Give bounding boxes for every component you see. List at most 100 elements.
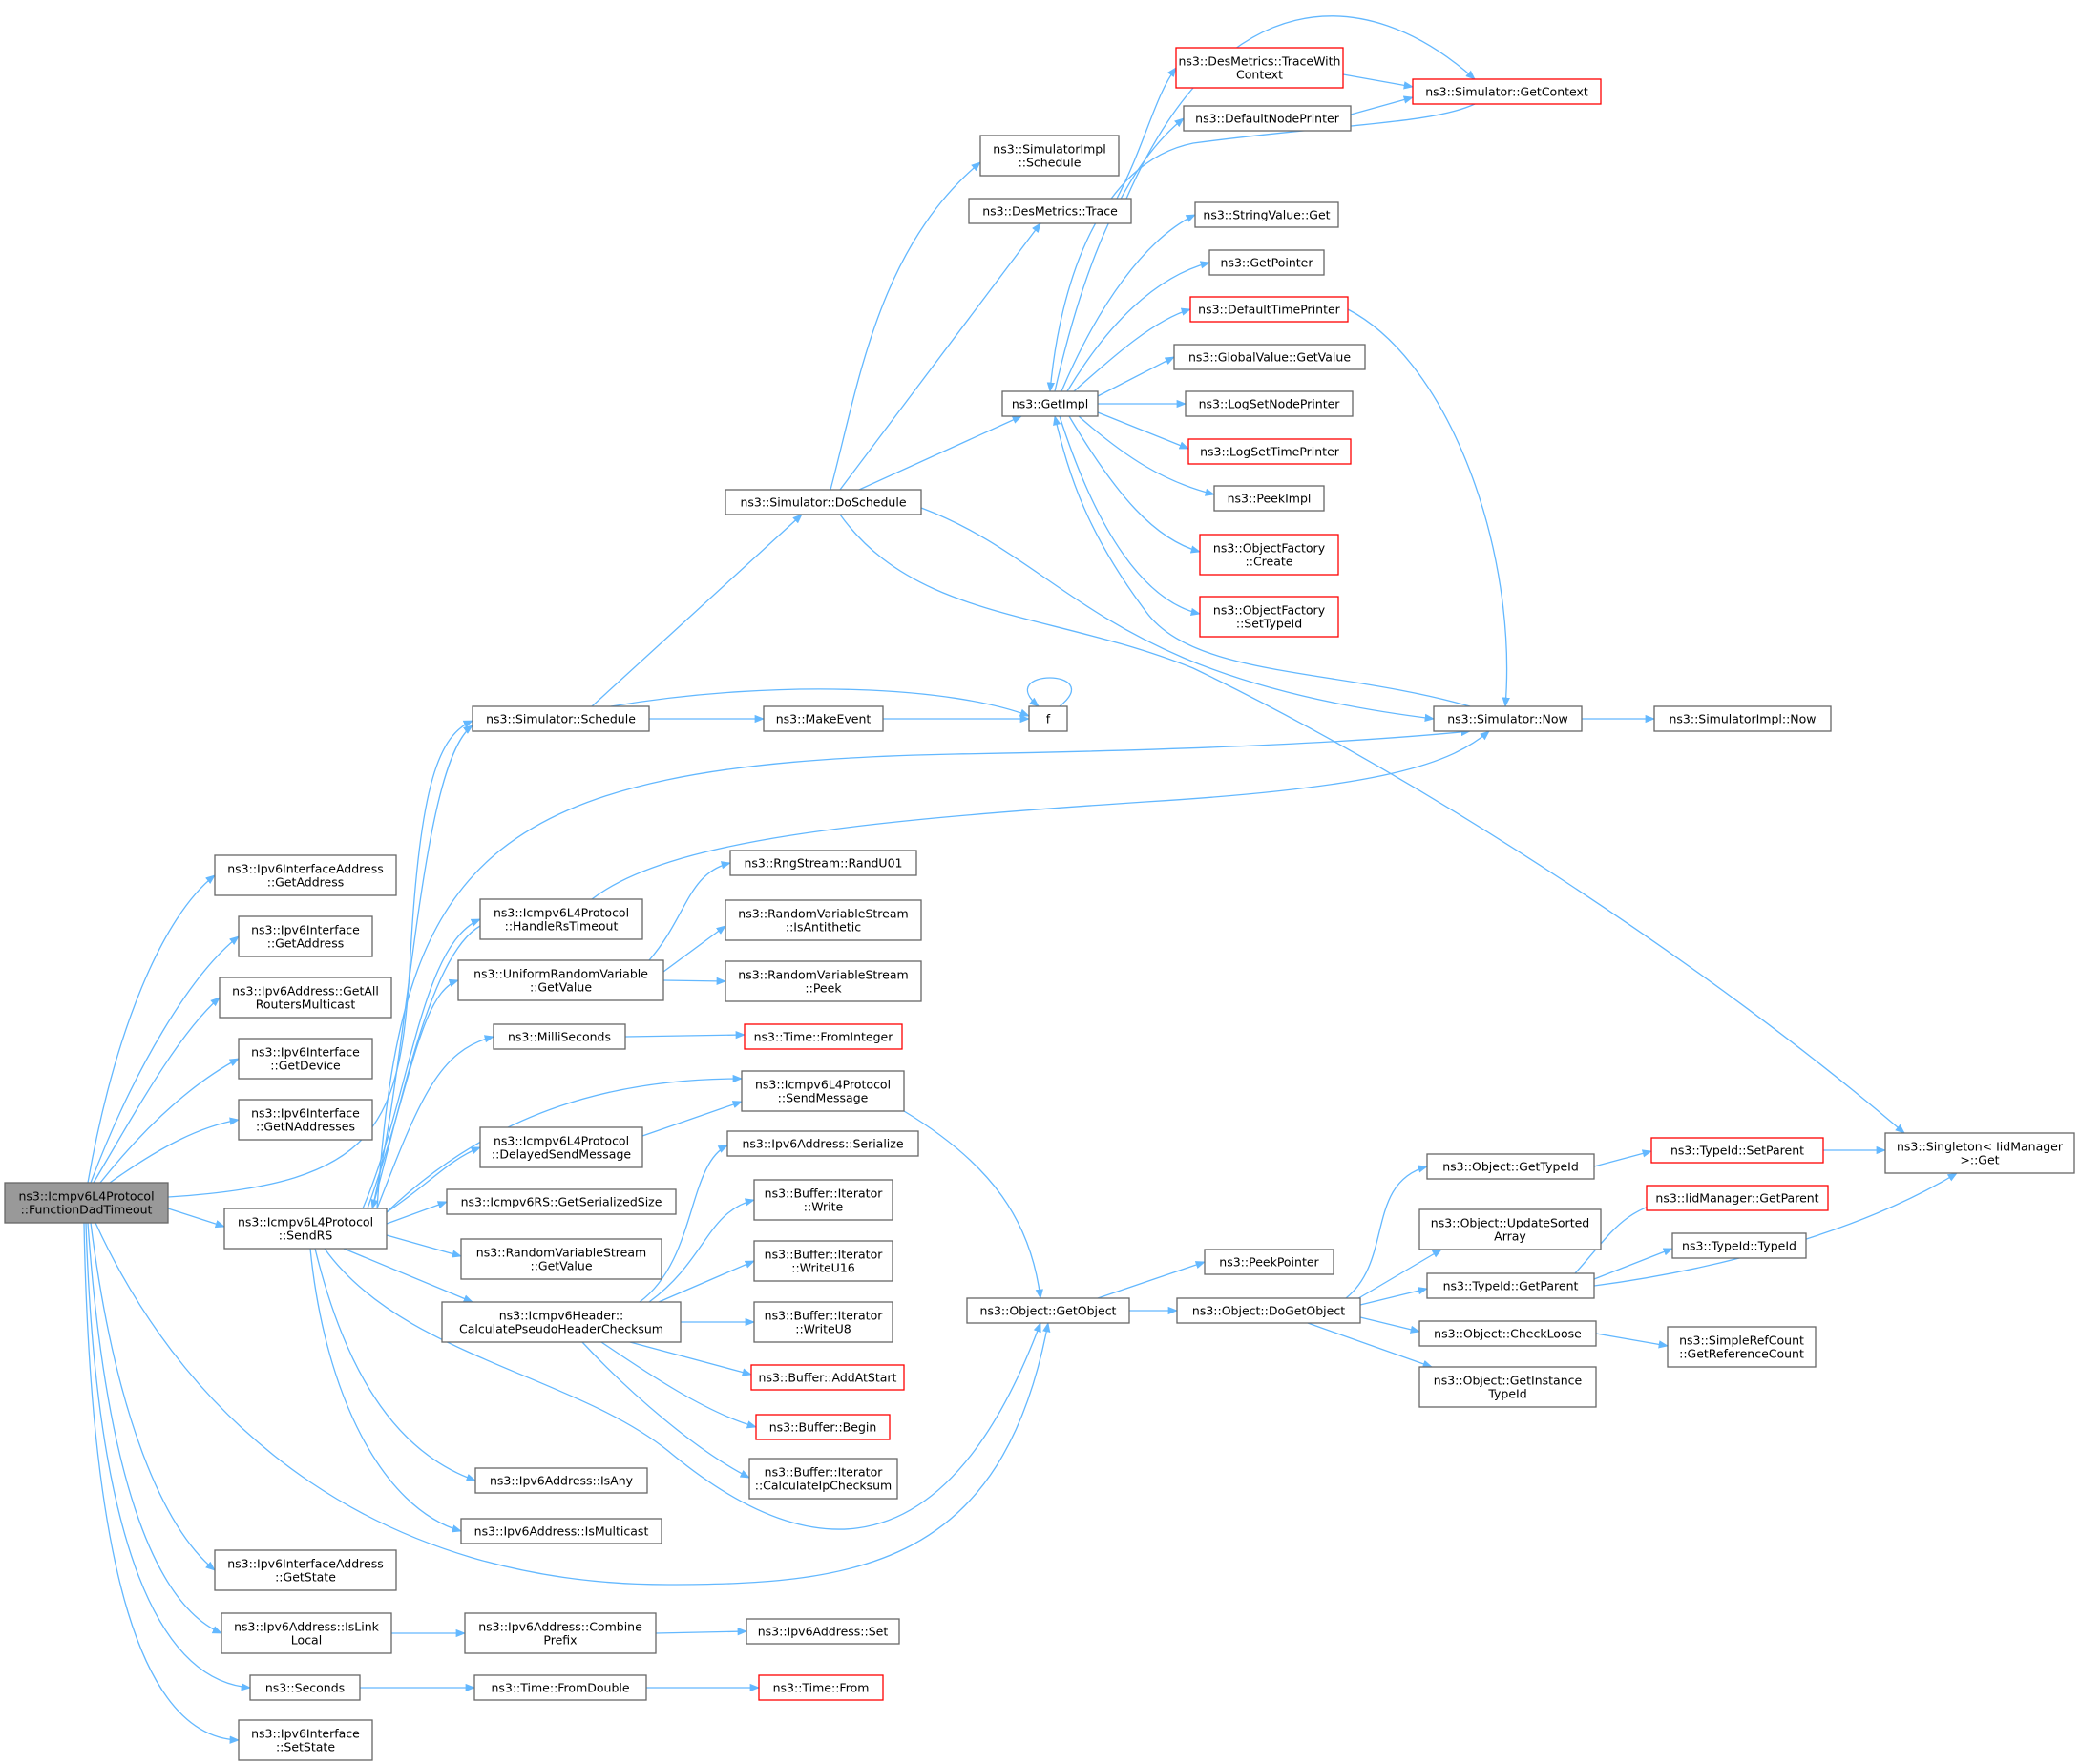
node-iface_getdevice[interactable]: ns3::Ipv6Interface::GetDevice — [238, 1038, 373, 1080]
node-box-getobject — [966, 1297, 1130, 1324]
node-checkloose[interactable]: ns3::Object::CheckLoose — [1418, 1320, 1597, 1347]
node-now[interactable]: ns3::Simulator::Now — [1433, 705, 1583, 732]
node-logsetnodeprinter[interactable]: ns3::LogSetNodePrinter — [1185, 390, 1354, 417]
node-isany[interactable]: ns3::Ipv6Address::IsAny — [474, 1467, 648, 1494]
node-makeevent[interactable]: ns3::MakeEvent — [763, 705, 884, 732]
node-stringvalue_get[interactable]: ns3::StringValue::Get — [1194, 201, 1339, 228]
node-box-combineprefix — [464, 1612, 657, 1654]
node-peekpointer[interactable]: ns3::PeekPointer — [1204, 1249, 1334, 1275]
node-label-isany-line-0: ns3::Ipv6Address::IsAny — [490, 1474, 634, 1488]
node-sendrs[interactable]: ns3::Icmpv6L4Protocol::SendRS — [223, 1208, 388, 1250]
node-isantithetic[interactable]: ns3::RandomVariableStream::IsAntithetic — [725, 899, 922, 941]
node-writeu16[interactable]: ns3::Buffer::Iterator::WriteU16 — [753, 1240, 893, 1282]
node-frominteger[interactable]: ns3::Time::FromInteger — [744, 1023, 903, 1050]
node-from[interactable]: ns3::Time::From — [758, 1674, 884, 1701]
node-singleton_get[interactable]: ns3::Singleton< IidManager>::Get — [1884, 1132, 2075, 1174]
node-getreferencecount[interactable]: ns3::SimpleRefCount::GetReferenceCount — [1667, 1326, 1817, 1368]
node-globalvalue_getvalue[interactable]: ns3::GlobalValue::GetValue — [1173, 344, 1366, 370]
node-label-getobject-line-0: ns3::Object::GetObject — [980, 1304, 1117, 1318]
edge-sendrs-to-rvs_getvalue — [386, 1234, 463, 1258]
node-dogetobject[interactable]: ns3::Object::DoGetObject — [1176, 1297, 1361, 1324]
node-label-write-line-1: ::Write — [804, 1200, 844, 1214]
node-f[interactable]: f — [1028, 705, 1068, 732]
node-iface_getaddress[interactable]: ns3::Ipv6Interface::GetAddress — [238, 915, 373, 957]
node-simimpl_now[interactable]: ns3::SimulatorImpl::Now — [1653, 705, 1832, 732]
edge-schedule-to-f — [610, 688, 1030, 717]
node-box-makeevent — [763, 705, 884, 732]
node-simimpl_schedule[interactable]: ns3::SimulatorImpl::Schedule — [979, 135, 1120, 177]
node-addatstart[interactable]: ns3::Buffer::AddAtStart — [750, 1364, 905, 1391]
node-iidmanager_getparent[interactable]: ns3::IidManager::GetParent — [1646, 1185, 1829, 1211]
node-milliseconds[interactable]: ns3::MilliSeconds — [493, 1023, 626, 1050]
node-root[interactable]: ns3::Icmpv6L4Protocol::FunctionDadTimeou… — [4, 1182, 169, 1224]
node-label-factory_settypeid-line-0: ns3::ObjectFactory — [1213, 603, 1326, 618]
edge-getimpl-to-stringvalue_get — [1061, 214, 1196, 392]
node-logsettimeprinter[interactable]: ns3::LogSetTimePrinter — [1187, 438, 1352, 465]
edge-pseudoheader-to-write — [648, 1198, 756, 1303]
node-label-defaultnodeprinter-line-0: ns3::DefaultNodePrinter — [1195, 112, 1340, 126]
node-iface_getnaddresses[interactable]: ns3::Ipv6Interface::GetNAddresses — [238, 1099, 373, 1141]
node-peek[interactable]: ns3::RandomVariableStream::Peek — [725, 960, 922, 1002]
node-writeu8[interactable]: ns3::Buffer::Iterator::WriteU8 — [753, 1301, 893, 1343]
node-iface_setstate[interactable]: ns3::Ipv6Interface::SetState — [238, 1719, 373, 1761]
node-serialize[interactable]: ns3::Ipv6Address::Serialize — [726, 1130, 919, 1157]
edge-root-to-iface_getaddress — [90, 935, 240, 1184]
node-label-ifaddr_getstate-line-1: ::GetState — [275, 1570, 336, 1585]
node-ismulticast[interactable]: ns3::Ipv6Address::IsMulticast — [460, 1518, 662, 1544]
node-factory_settypeid[interactable]: ns3::ObjectFactory::SetTypeId — [1199, 596, 1339, 638]
node-schedule[interactable]: ns3::Simulator::Schedule — [472, 705, 650, 732]
node-peekimpl[interactable]: ns3::PeekImpl — [1213, 485, 1325, 512]
node-fromdouble[interactable]: ns3::Time::FromDouble — [473, 1674, 647, 1701]
node-box-simimpl_now — [1653, 705, 1832, 732]
node-getpointer[interactable]: ns3::GetPointer — [1208, 249, 1325, 276]
edge-doschedule-to-singleton_get — [839, 514, 1905, 1134]
node-getobject[interactable]: ns3::Object::GetObject — [966, 1297, 1130, 1324]
node-delayedsend[interactable]: ns3::Icmpv6L4Protocol::DelayedSendMessag… — [479, 1126, 643, 1168]
node-box-rvs_getvalue — [460, 1238, 662, 1280]
node-box-stringvalue_get — [1194, 201, 1339, 228]
node-ipchecksum[interactable]: ns3::Buffer::Iterator::CalculateIpChecks… — [748, 1458, 898, 1500]
node-doschedule[interactable]: ns3::Simulator::DoSchedule — [725, 489, 922, 515]
edge-pseudoheader-to-ipchecksum — [581, 1341, 750, 1479]
node-set[interactable]: ns3::Ipv6Address::Set — [746, 1618, 900, 1645]
node-factory_create[interactable]: ns3::ObjectFactory::Create — [1199, 534, 1339, 576]
node-typeid_getparent[interactable]: ns3::TypeId::GetParent — [1426, 1272, 1595, 1299]
node-seconds[interactable]: ns3::Seconds — [249, 1674, 361, 1701]
node-ifaddr_getstate[interactable]: ns3::Ipv6InterfaceAddress::GetState — [214, 1549, 397, 1591]
node-sendmessage[interactable]: ns3::Icmpv6L4Protocol::SendMessage — [741, 1070, 905, 1112]
node-box-f — [1028, 705, 1068, 732]
node-pseudoheader[interactable]: ns3::Icmpv6Header::CalculatePseudoHeader… — [441, 1301, 682, 1343]
node-label-checkloose-line-0: ns3::Object::CheckLoose — [1434, 1327, 1582, 1341]
node-typeid_typeid[interactable]: ns3::TypeId::TypeId — [1671, 1232, 1807, 1259]
node-label-islinklocal-line-1: Local — [291, 1633, 322, 1648]
node-label-writeu8-line-0: ns3::Buffer::Iterator — [765, 1309, 884, 1323]
node-setparent[interactable]: ns3::TypeId::SetParent — [1650, 1137, 1824, 1164]
node-rvs_getvalue[interactable]: ns3::RandomVariableStream::GetValue — [460, 1238, 662, 1280]
node-defaultnodeprinter[interactable]: ns3::DefaultNodePrinter — [1183, 105, 1352, 132]
node-getcontext[interactable]: ns3::Simulator::GetContext — [1412, 78, 1602, 105]
node-box-typeid_getparent — [1426, 1272, 1595, 1299]
edge-defaultnodeprinter-to-getcontext — [1350, 95, 1415, 116]
node-ifaddr_getaddress[interactable]: ns3::Ipv6InterfaceAddress::GetAddress — [214, 854, 397, 896]
node-defaulttimeprinter[interactable]: ns3::DefaultTimePrinter — [1189, 296, 1349, 323]
edge-dogetobject-to-getinstancetypeid — [1307, 1322, 1433, 1368]
node-gettypeid[interactable]: ns3::Object::GetTypeId — [1426, 1153, 1595, 1180]
node-label-iface_setstate-line-0: ns3::Ipv6Interface — [251, 1727, 360, 1741]
node-desmetrics_trace[interactable]: ns3::DesMetrics::Trace — [968, 198, 1132, 224]
node-handlerstimeout[interactable]: ns3::Icmpv6L4Protocol::HandleRsTimeout — [479, 898, 643, 940]
node-getimpl[interactable]: ns3::GetImpl — [1001, 390, 1099, 417]
node-write[interactable]: ns3::Buffer::Iterator::Write — [753, 1179, 893, 1221]
node-label-simimpl_now-line-0: ns3::SimulatorImpl::Now — [1669, 712, 1816, 726]
node-uniform_getvalue[interactable]: ns3::UniformRandomVariable::GetValue — [457, 959, 664, 1001]
edge-uniform_getvalue-to-isantithetic — [662, 925, 726, 973]
node-randu01[interactable]: ns3::RngStream::RandU01 — [729, 850, 917, 876]
node-rs_getsize[interactable]: ns3::Icmpv6RS::GetSerializedSize — [446, 1188, 677, 1215]
edge-sendrs-to-schedule — [371, 724, 473, 1209]
node-begin[interactable]: ns3::Buffer::Begin — [755, 1414, 891, 1440]
